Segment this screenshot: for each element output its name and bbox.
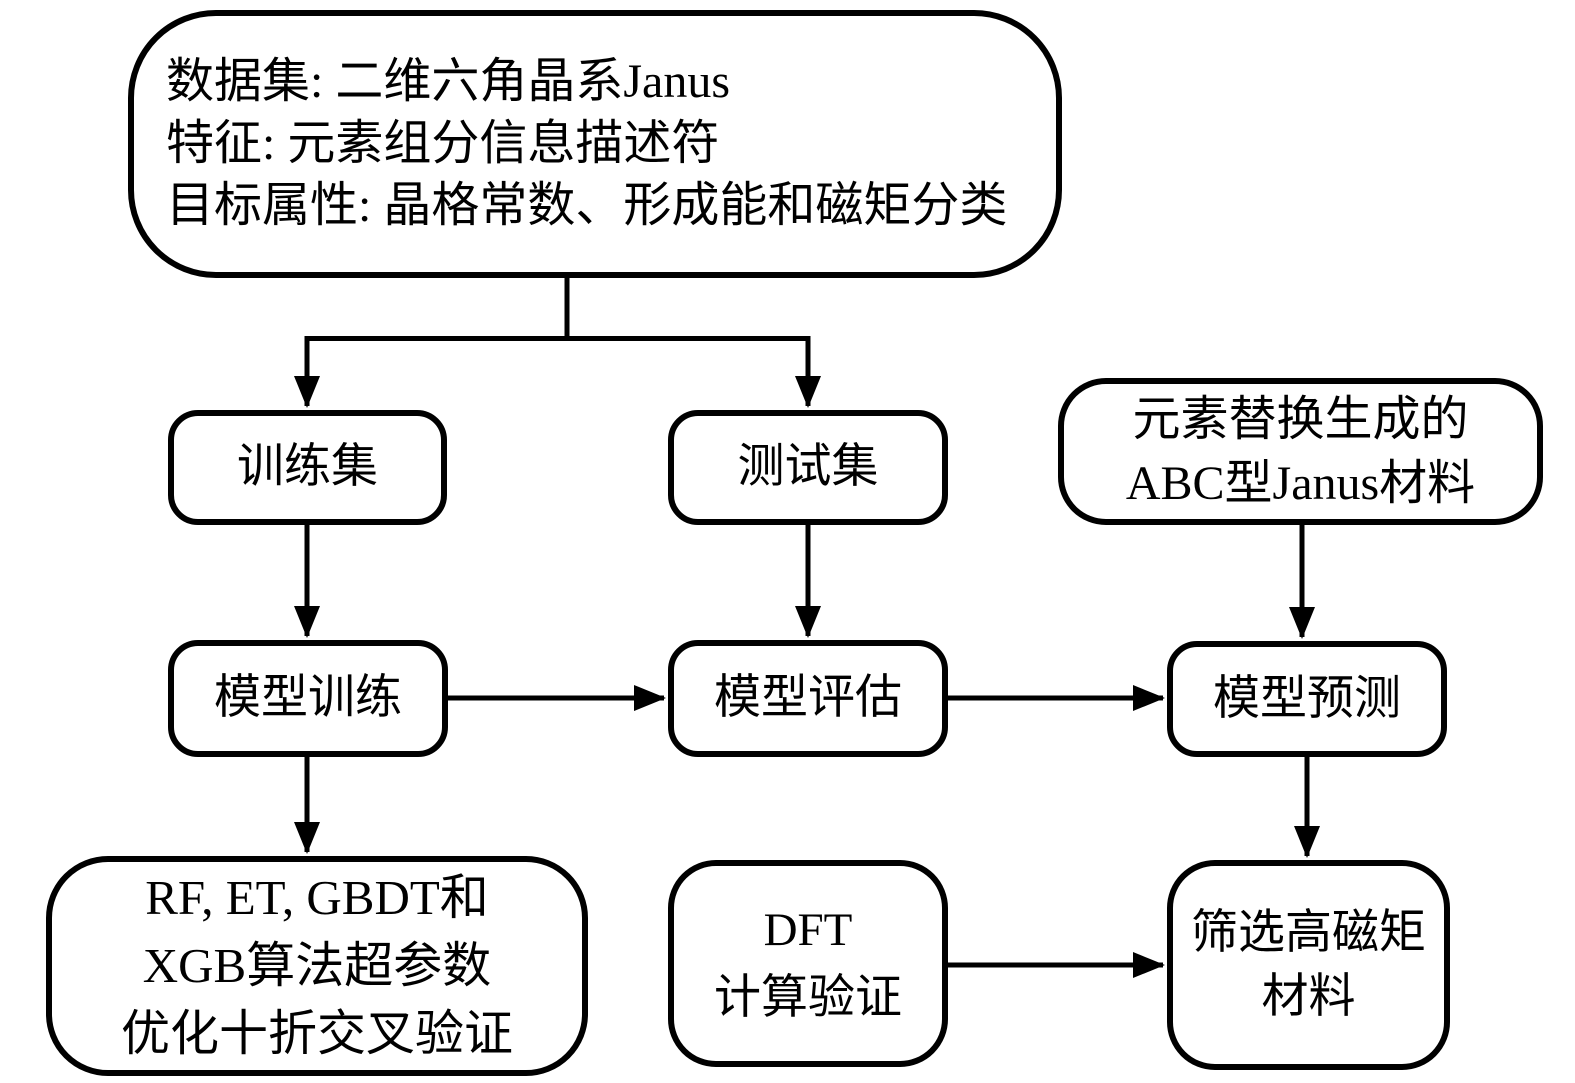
screening-line-1: 筛选高磁矩 [1191, 907, 1426, 959]
node-model-prediction: 模型预测 [1167, 641, 1447, 757]
model-training-label: 模型训练 [214, 672, 402, 725]
hyperopt-line-1: RF, ET, GBDT和 [145, 870, 489, 925]
dataset-line-3: 目标属性: 晶格常数、形成能和磁矩分类 [166, 179, 1008, 232]
model-evaluation-label: 模型评估 [714, 672, 902, 725]
node-screening: 筛选高磁矩 材料 [1167, 860, 1450, 1070]
dft-line-2: 计算验证 [714, 971, 902, 1024]
node-hyperparameter-optimization: RF, ET, GBDT和 XGB算法超参数 优化十折交叉验证 [46, 856, 588, 1076]
node-test-set: 测试集 [668, 410, 948, 525]
node-model-training: 模型训练 [168, 640, 448, 757]
dft-line-1: DFT [763, 903, 853, 956]
node-model-evaluation: 模型评估 [668, 640, 948, 757]
dataset-line-1: 数据集: 二维六角晶系Janus [166, 55, 731, 108]
node-training-set: 训练集 [168, 410, 447, 525]
hyperopt-line-3: 优化十折交叉验证 [120, 1006, 513, 1061]
node-dft-validation: DFT 计算验证 [668, 860, 948, 1067]
test-set-label: 测试集 [737, 441, 879, 494]
dataset-line-2: 特征: 元素组分信息描述符 [166, 117, 720, 170]
model-prediction-label: 模型预测 [1213, 672, 1401, 725]
screening-line-2: 材料 [1261, 971, 1356, 1023]
hyperopt-line-2: XGB算法超参数 [142, 938, 492, 993]
generated-materials-line-2: ABC型Janus材料 [1125, 456, 1476, 510]
node-generated-materials: 元素替换生成的 ABC型Janus材料 [1058, 378, 1543, 525]
training-set-label: 训练集 [237, 441, 378, 494]
node-dataset: 数据集: 二维六角晶系Janus 特征: 元素组分信息描述符 目标属性: 晶格常… [128, 10, 1062, 278]
generated-materials-line-1: 元素替换生成的 [1132, 392, 1469, 446]
